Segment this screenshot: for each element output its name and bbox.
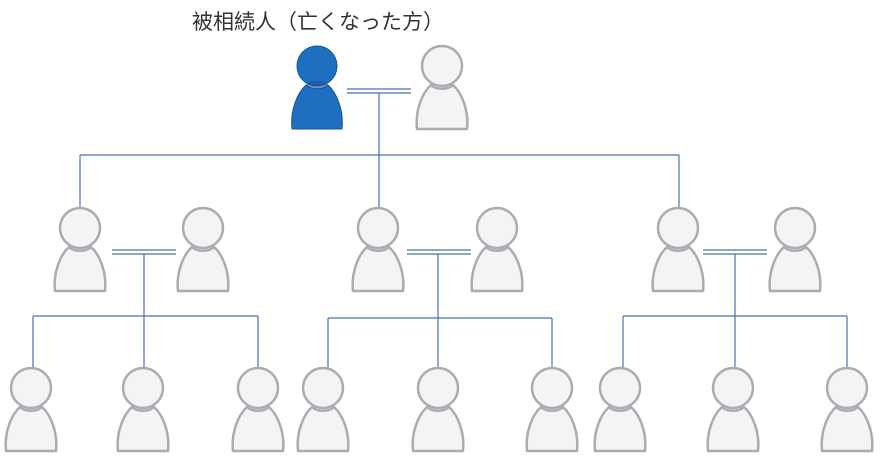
person-head (181, 206, 225, 250)
person-body (593, 405, 647, 453)
person-body (53, 245, 107, 293)
person-head (475, 206, 519, 250)
person-icon-child (351, 206, 405, 293)
person-head (530, 366, 574, 410)
person-icon-grandchild (525, 366, 579, 453)
person-body (116, 405, 170, 453)
person-head (9, 366, 53, 410)
person-icon-grandchild (4, 366, 58, 453)
person-body (4, 405, 58, 453)
person-icon-grandchild (296, 366, 350, 453)
person-body (470, 245, 524, 293)
person-icon-child-spouse (768, 206, 822, 293)
person-head (296, 45, 338, 87)
person-head (598, 366, 642, 410)
person-body (525, 405, 579, 453)
person-body (176, 245, 230, 293)
person-icon-grandchild (411, 366, 465, 453)
diagram-title: 被相続人（亡くなった方） (192, 10, 444, 34)
person-icon-child-spouse (470, 206, 524, 293)
person-head (711, 366, 755, 410)
person-head (356, 206, 400, 250)
person-icon-grandchild (593, 366, 647, 453)
person-icon-spouse (415, 44, 469, 131)
person-icon-grandchild (231, 366, 285, 453)
person-head (416, 366, 460, 410)
person-body (296, 405, 350, 453)
person-head (656, 206, 700, 250)
person-head (236, 366, 280, 410)
person-icon-child (651, 206, 705, 293)
person-icon-deceased (291, 45, 343, 130)
person-icon-grandchild (706, 366, 760, 453)
person-icon-grandchild (116, 366, 170, 453)
person-body (820, 405, 874, 453)
person-body (651, 245, 705, 293)
connector-lines (32, 88, 848, 368)
person-body (411, 405, 465, 453)
person-body (768, 245, 822, 293)
person-head (825, 366, 869, 410)
person-head (301, 366, 345, 410)
person-body (706, 405, 760, 453)
person-body (351, 245, 405, 293)
person-head (420, 44, 464, 88)
person-head (121, 366, 165, 410)
person-icon-child-spouse (176, 206, 230, 293)
person-neck-shadow (306, 81, 328, 89)
person-body (415, 83, 469, 131)
person-head (58, 206, 102, 250)
person-body (291, 84, 343, 130)
person-head (773, 206, 817, 250)
person-icon-grandchild (820, 366, 874, 453)
person-body (231, 405, 285, 453)
person-icon-child (53, 206, 107, 293)
